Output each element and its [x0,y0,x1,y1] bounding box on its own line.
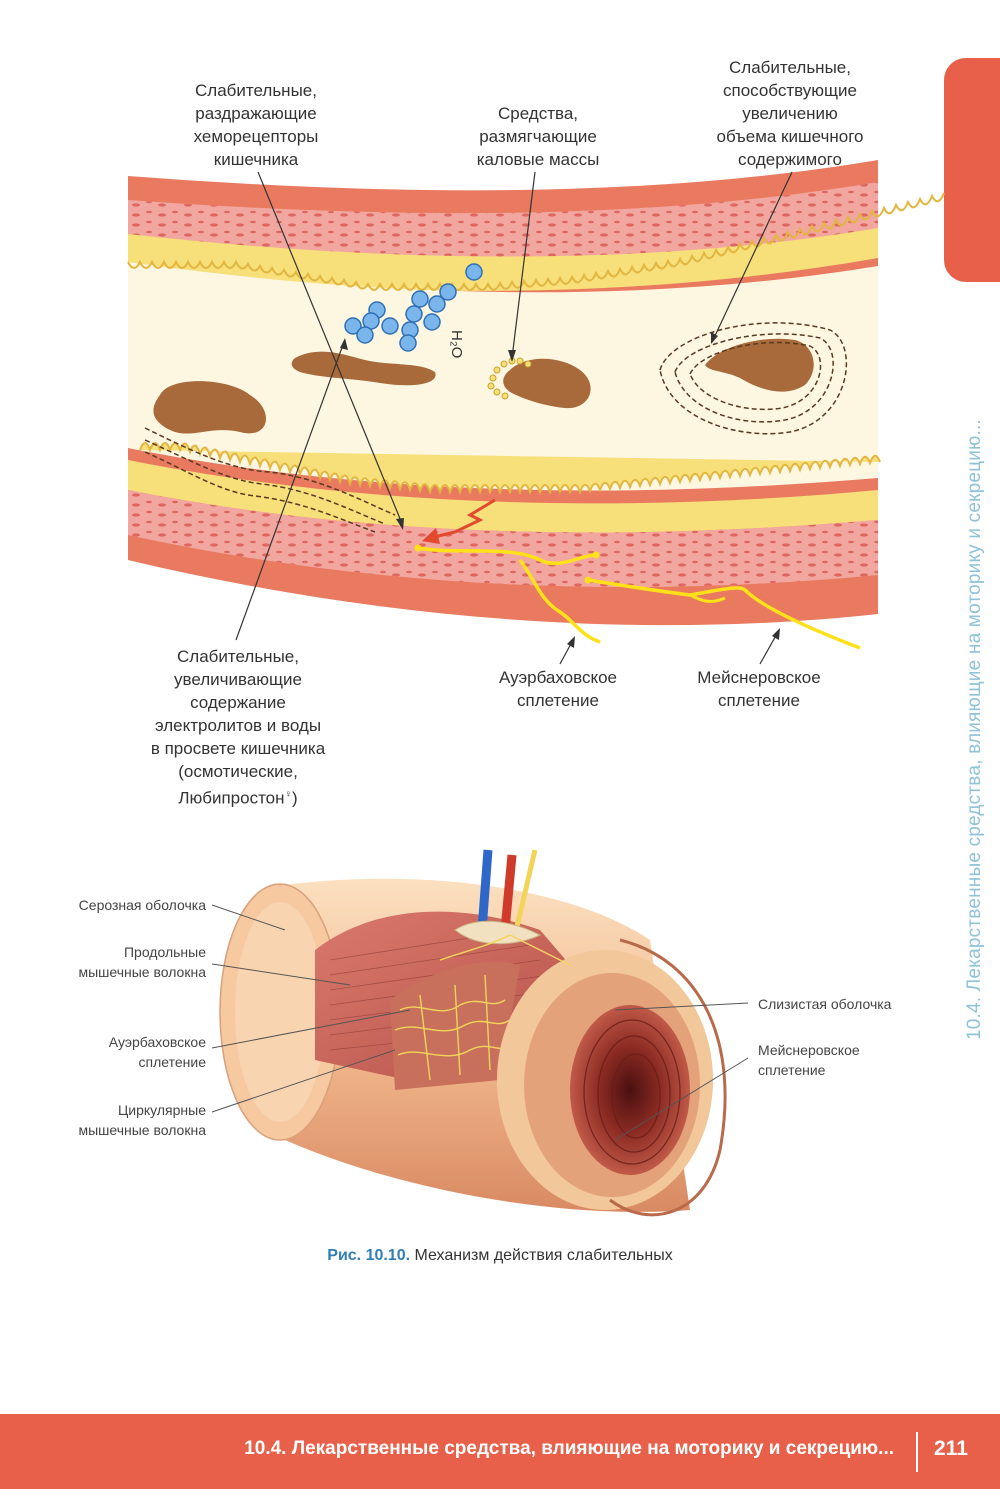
label-serosa: Серозная оболочка [78,897,206,913]
caption-text: Механизм действия слабительных [410,1247,673,1264]
page-number: 211 [934,1437,968,1460]
footer-title: 10.4. Лекарственные средства, влияющие н… [244,1438,894,1459]
label-irritant-laxatives: Слабительные, раздражающие хеморецепторы… [193,81,319,169]
figure-caption: Рис. 10.10. Механизм действия слабительн… [0,1247,1000,1265]
footer-separator [916,1432,918,1472]
label-circular-muscle: Циркулярные мышечные волокна [78,1102,206,1138]
intestine-3d-illustration [211,849,749,1217]
caption-number: Рис. 10.10. [327,1247,411,1264]
label-auerbach-plexus-top: Ауэрбаховское сплетение [498,668,618,710]
label-meissner-plexus-bottom: Мейснеровское сплетение [758,1042,860,1078]
label-meissner-plexus-top: Мейснеровское сплетение [697,668,821,710]
label-volume-laxatives: Слабительные, способствующие увеличению … [716,58,864,169]
label-osmotic-laxatives: Слабительные, увеличивающие содержание э… [150,647,326,808]
label-longitudinal-muscle: Продольные мышечные волокна [78,944,206,980]
label-mucosa: Слизистая оболочка [758,996,892,1012]
water-label: H₂O [448,330,465,358]
side-tab [944,58,1000,282]
label-softening-agents: Средства, размягчающие каловые массы [476,104,600,169]
intestine-cross-section-diagram: H₂O [127,160,945,665]
drug-mark: ♀ [284,789,293,800]
label-auerbach-plexus-bottom: Ауэрбаховское сплетение [108,1034,206,1070]
page-footer: 10.4. Лекарственные средства, влияющие н… [0,1414,1000,1489]
